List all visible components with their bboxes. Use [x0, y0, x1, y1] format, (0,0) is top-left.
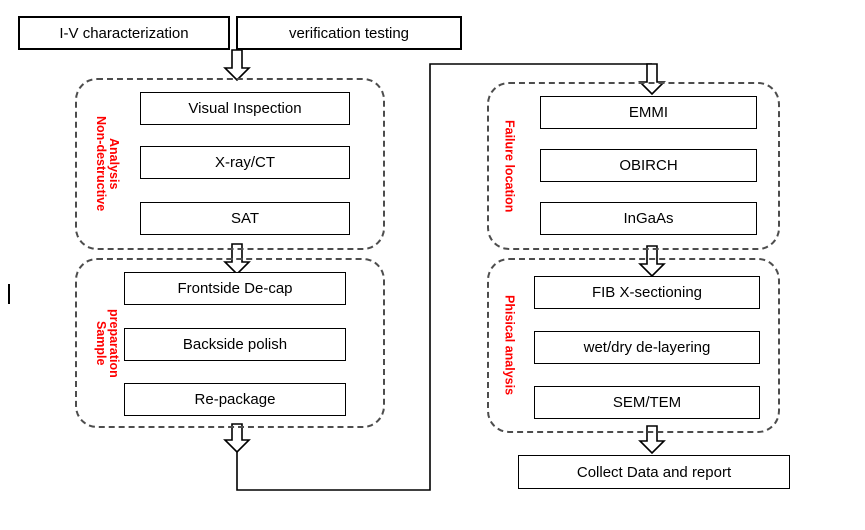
box-backside-polish: Backside polish	[124, 328, 346, 361]
box-fib-xsectioning: FIB X-sectioning	[534, 276, 760, 309]
box-collect-data-report: Collect Data and report	[518, 455, 790, 489]
box-emmi: EMMI	[540, 96, 757, 129]
box-visual-inspection: Visual Inspection	[140, 92, 350, 125]
box-verification-testing: verification testing	[236, 16, 462, 50]
flow-arrow-left-bottom	[223, 423, 251, 454]
label-line: preparation	[107, 308, 122, 378]
box-ingaas: InGaAs	[540, 202, 757, 235]
group-label-non-destructive-analysis: Non-destructive Analysis	[84, 80, 130, 248]
group-failure-location	[487, 82, 780, 250]
group-label-sample-preparation: Sample preparation	[84, 260, 130, 426]
group-sample-preparation	[75, 258, 385, 428]
box-sem-tem: SEM/TEM	[534, 386, 760, 419]
box-repackage: Re-package	[124, 383, 346, 416]
box-iv-characterization: I-V characterization	[18, 16, 230, 50]
box-xray-ct: X-ray/CT	[140, 146, 350, 179]
group-label-failure-location: Failure location	[494, 84, 524, 248]
label-line: Failure location	[502, 119, 517, 213]
stray-mark	[8, 284, 10, 304]
box-obirch: OBIRCH	[540, 149, 757, 182]
group-label-physical-analysis: Phisical analysis	[494, 260, 524, 431]
label-line: Phisical analysis	[502, 295, 517, 396]
box-frontside-decap: Frontside De-cap	[124, 272, 346, 305]
group-physical-analysis	[487, 258, 780, 433]
box-sat: SAT	[140, 202, 350, 235]
box-wet-dry-delayering: wet/dry de-layering	[534, 331, 760, 364]
label-line: Non-destructive	[94, 116, 108, 212]
group-non-destructive-analysis	[75, 78, 385, 250]
label-line: Sample	[94, 320, 108, 366]
label-line: Analysis	[107, 138, 122, 190]
flow-arrow-right-bottom	[638, 425, 666, 455]
connector-line	[236, 63, 652, 491]
flow-arrow-top-left	[223, 49, 251, 82]
